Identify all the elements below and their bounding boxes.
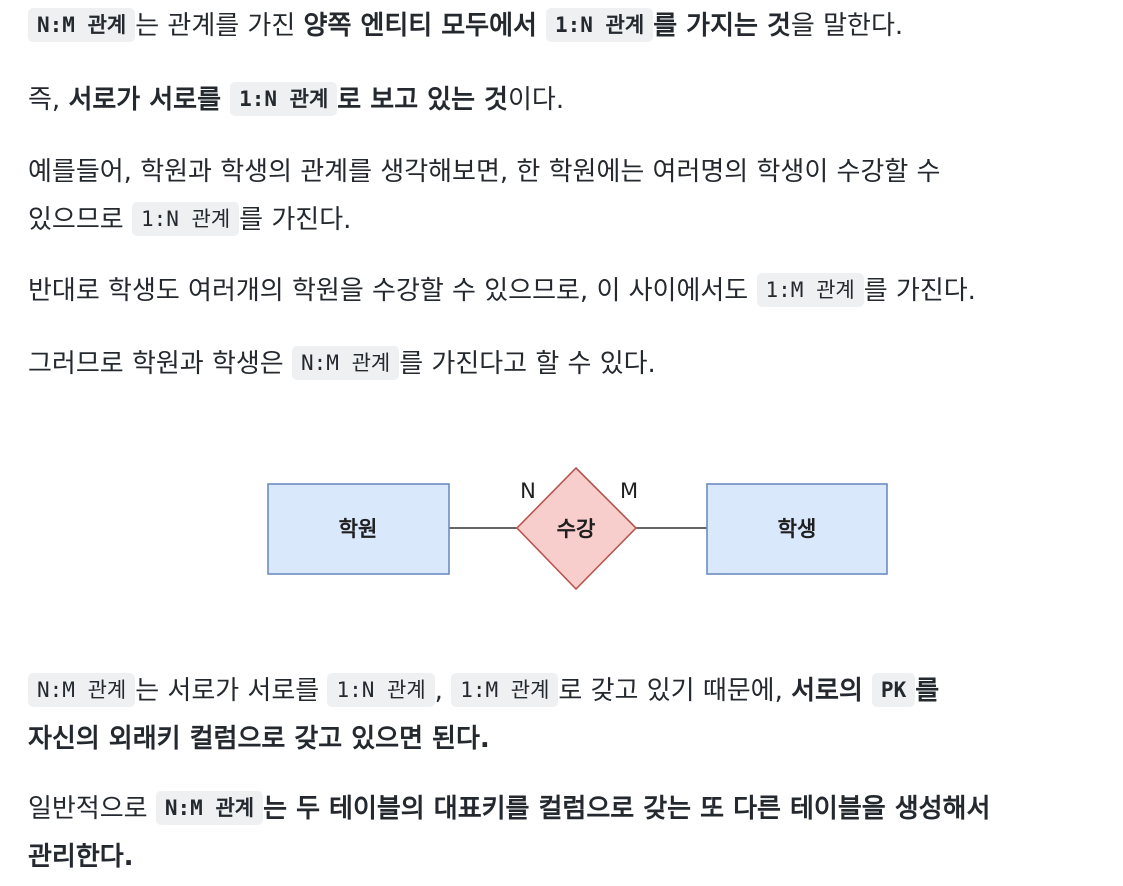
inline-code: 1:N 관계: [230, 82, 338, 116]
bold-text: 서로가 서로를: [68, 85, 231, 115]
text: 를 가진다.: [239, 205, 352, 235]
inline-code: N:M 관계: [28, 673, 136, 707]
text: 을 말한다.: [790, 11, 904, 41]
paragraph-example: 예를들어, 학원과 학생의 관계를 생각해보면, 한 학원에는 여러명의 학생이…: [28, 148, 940, 244]
cardinality-m-label: M: [620, 479, 638, 503]
inline-code: 1:N 관계: [327, 673, 435, 707]
entity-box-student: [706, 483, 888, 575]
text: 이다.: [507, 85, 565, 115]
text: 즉,: [28, 85, 69, 115]
text: 는 관계를 가진: [135, 11, 304, 41]
text: 있으므로: [28, 205, 132, 235]
bold-text: 는 두 테이블의 대표키를 컬럼으로 갖는 또 다른 테이블을 생성해서: [263, 794, 991, 824]
inline-code: 1:N 관계: [545, 8, 654, 42]
inline-code: N:M 관계: [28, 8, 136, 42]
paragraph-reverse: 반대로 학생도 여러개의 학원을 수강할 수 있으므로, 이 사이에서도 1:M…: [28, 267, 976, 315]
text: 일반적으로: [28, 794, 156, 824]
inline-code: PK: [871, 673, 916, 707]
inline-code: 1:M 관계: [756, 273, 864, 307]
text: 를 가진다고 할 수 있다.: [399, 349, 656, 379]
text: 예를들어, 학원과 학생의 관계를 생각해보면, 한 학원에는 여러명의 학생이…: [28, 157, 941, 187]
cardinality-n-label: N: [520, 479, 536, 503]
bold-text: 로 보고 있는 것: [337, 85, 508, 115]
inline-code: N:M 관계: [292, 346, 400, 380]
text: 로 갖고 있기 때문에,: [558, 676, 792, 706]
inline-code: 1:N 관계: [131, 202, 240, 236]
inline-code: N:M 관계: [155, 791, 264, 825]
bold-text: 를: [915, 676, 940, 706]
bold-text: 를 가지는 것: [653, 11, 791, 41]
text: 는 서로가 서로를: [135, 676, 328, 706]
bold-text: 관리한다.: [28, 842, 134, 872]
entity-box-academy: [267, 483, 450, 575]
relationship-diamond: [515, 466, 638, 591]
bold-text: 자신의 외래키 컬럼으로 갖고 있으면 된다.: [28, 724, 490, 754]
entity-academy-label: 학원: [339, 517, 378, 541]
bold-text: 서로의: [791, 676, 872, 706]
entity-student-label: 학생: [778, 517, 817, 541]
relationship-label: 수강: [557, 517, 596, 541]
text: 반대로 학생도 여러개의 학원을 수강할 수 있으므로, 이 사이에서도: [28, 276, 757, 306]
text: 를 가진다.: [863, 276, 976, 306]
bold-text: 양쪽 엔티티 모두에서: [303, 11, 546, 41]
text: 그러므로 학원과 학생은: [28, 349, 292, 379]
text: ,: [434, 676, 452, 706]
inline-code: 1:M 관계: [451, 673, 559, 707]
